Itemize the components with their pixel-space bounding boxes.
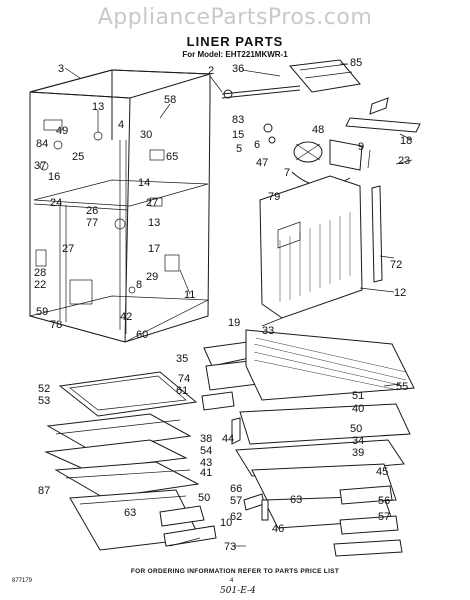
callout-52: 52 bbox=[38, 383, 50, 395]
drawing-code: 877179 bbox=[12, 578, 33, 584]
callout-41: 41 bbox=[200, 467, 212, 479]
callout-53: 53 bbox=[38, 395, 50, 407]
callout-56: 56 bbox=[378, 495, 390, 507]
callout-54: 54 bbox=[200, 445, 212, 457]
callout-83: 83 bbox=[232, 114, 244, 126]
callout-27: 27 bbox=[146, 197, 158, 209]
callout-12: 12 bbox=[394, 287, 406, 299]
callout-24: 24 bbox=[50, 197, 62, 209]
evaporator-cover bbox=[259, 175, 383, 319]
callout-19: 19 bbox=[228, 317, 240, 329]
callout-57: 57 bbox=[230, 495, 242, 507]
liner-cabinet bbox=[28, 69, 211, 343]
callout-61: 61 bbox=[176, 385, 188, 397]
handwritten-note: 501-E-4 bbox=[220, 586, 256, 596]
callout-16: 16 bbox=[48, 171, 60, 183]
callout-38: 38 bbox=[200, 433, 212, 445]
callout-10: 10 bbox=[220, 517, 232, 529]
callout-63: 63 bbox=[290, 494, 302, 506]
callout-62: 62 bbox=[230, 511, 242, 523]
callout-5: 5 bbox=[236, 143, 242, 155]
callout-40: 40 bbox=[352, 403, 364, 415]
callout-8: 8 bbox=[136, 279, 142, 291]
callout-74: 74 bbox=[178, 373, 190, 385]
callout-30: 30 bbox=[140, 129, 152, 141]
callout-26: 26 bbox=[86, 205, 98, 217]
callout-66: 66 bbox=[230, 483, 242, 495]
model-label: For Model: EHT221MKWR-1 bbox=[182, 50, 288, 59]
site-watermark: AppliancePartsPros.com bbox=[97, 5, 373, 30]
callout-59: 59 bbox=[36, 306, 48, 318]
callout-48: 48 bbox=[312, 124, 324, 136]
callout-42: 42 bbox=[120, 311, 132, 323]
callout-4: 4 bbox=[118, 119, 124, 131]
callout-72: 72 bbox=[390, 259, 402, 271]
diagram-title: LINER PARTS bbox=[186, 34, 284, 49]
callout-22: 22 bbox=[34, 279, 46, 291]
callout-34: 34 bbox=[352, 435, 364, 447]
callout-87: 87 bbox=[38, 485, 50, 497]
callout-18: 18 bbox=[400, 135, 412, 147]
evaporator-fan bbox=[291, 139, 371, 187]
page-number: 4 bbox=[230, 578, 234, 584]
callout-23: 23 bbox=[398, 155, 410, 167]
callout-46: 46 bbox=[272, 523, 284, 535]
callout-9: 9 bbox=[358, 141, 364, 153]
callout-78: 78 bbox=[50, 319, 62, 331]
callout-73: 73 bbox=[224, 541, 236, 553]
crisper-assembly bbox=[44, 371, 269, 551]
callout-11: 11 bbox=[184, 289, 195, 301]
callout-50: 50 bbox=[198, 492, 210, 504]
callout-55: 55 bbox=[396, 381, 408, 393]
callout-15: 15 bbox=[232, 129, 244, 141]
shelf-stack-right bbox=[201, 329, 415, 557]
callout-29: 29 bbox=[146, 271, 158, 283]
callout-45: 45 bbox=[376, 466, 388, 478]
callout-51: 51 bbox=[352, 390, 364, 402]
callout-7: 7 bbox=[284, 167, 290, 179]
callout-47: 47 bbox=[256, 157, 268, 169]
callout-28: 28 bbox=[34, 267, 46, 279]
ordering-info-note: FOR ORDERING INFORMATION REFER TO PARTS … bbox=[130, 568, 340, 575]
callout-27: 27 bbox=[62, 243, 74, 255]
callout-84: 84 bbox=[36, 138, 48, 150]
callout-63: 63 bbox=[124, 507, 136, 519]
callout-14: 14 bbox=[138, 177, 150, 189]
callout-57: 57 bbox=[378, 511, 390, 523]
leader-lines bbox=[64, 63, 413, 547]
callout-17: 17 bbox=[148, 243, 160, 255]
callout-77: 77 bbox=[86, 217, 98, 229]
callout-50: 50 bbox=[350, 423, 362, 435]
callout-49: 49 bbox=[56, 125, 68, 137]
callout-37: 37 bbox=[34, 160, 46, 172]
callout-85: 85 bbox=[350, 57, 362, 69]
callout-25: 25 bbox=[72, 151, 84, 163]
callout-13: 13 bbox=[92, 101, 104, 113]
callout-65: 65 bbox=[166, 151, 178, 163]
callout-44: 44 bbox=[222, 433, 234, 445]
callout-36: 36 bbox=[232, 63, 244, 75]
control-rail-assembly bbox=[221, 59, 421, 144]
callout-43: 43 bbox=[200, 457, 212, 469]
callout-39: 39 bbox=[352, 447, 364, 459]
callout-60: 60 bbox=[136, 329, 148, 341]
callout-58: 58 bbox=[164, 94, 176, 106]
callout-13: 13 bbox=[148, 217, 160, 229]
callout-35: 35 bbox=[176, 353, 188, 365]
callout-33: 33 bbox=[262, 325, 274, 337]
callout-6: 6 bbox=[254, 139, 260, 151]
callout-3: 3 bbox=[58, 63, 64, 75]
callout-2: 2 bbox=[208, 65, 214, 77]
callout-79: 79 bbox=[268, 191, 280, 203]
